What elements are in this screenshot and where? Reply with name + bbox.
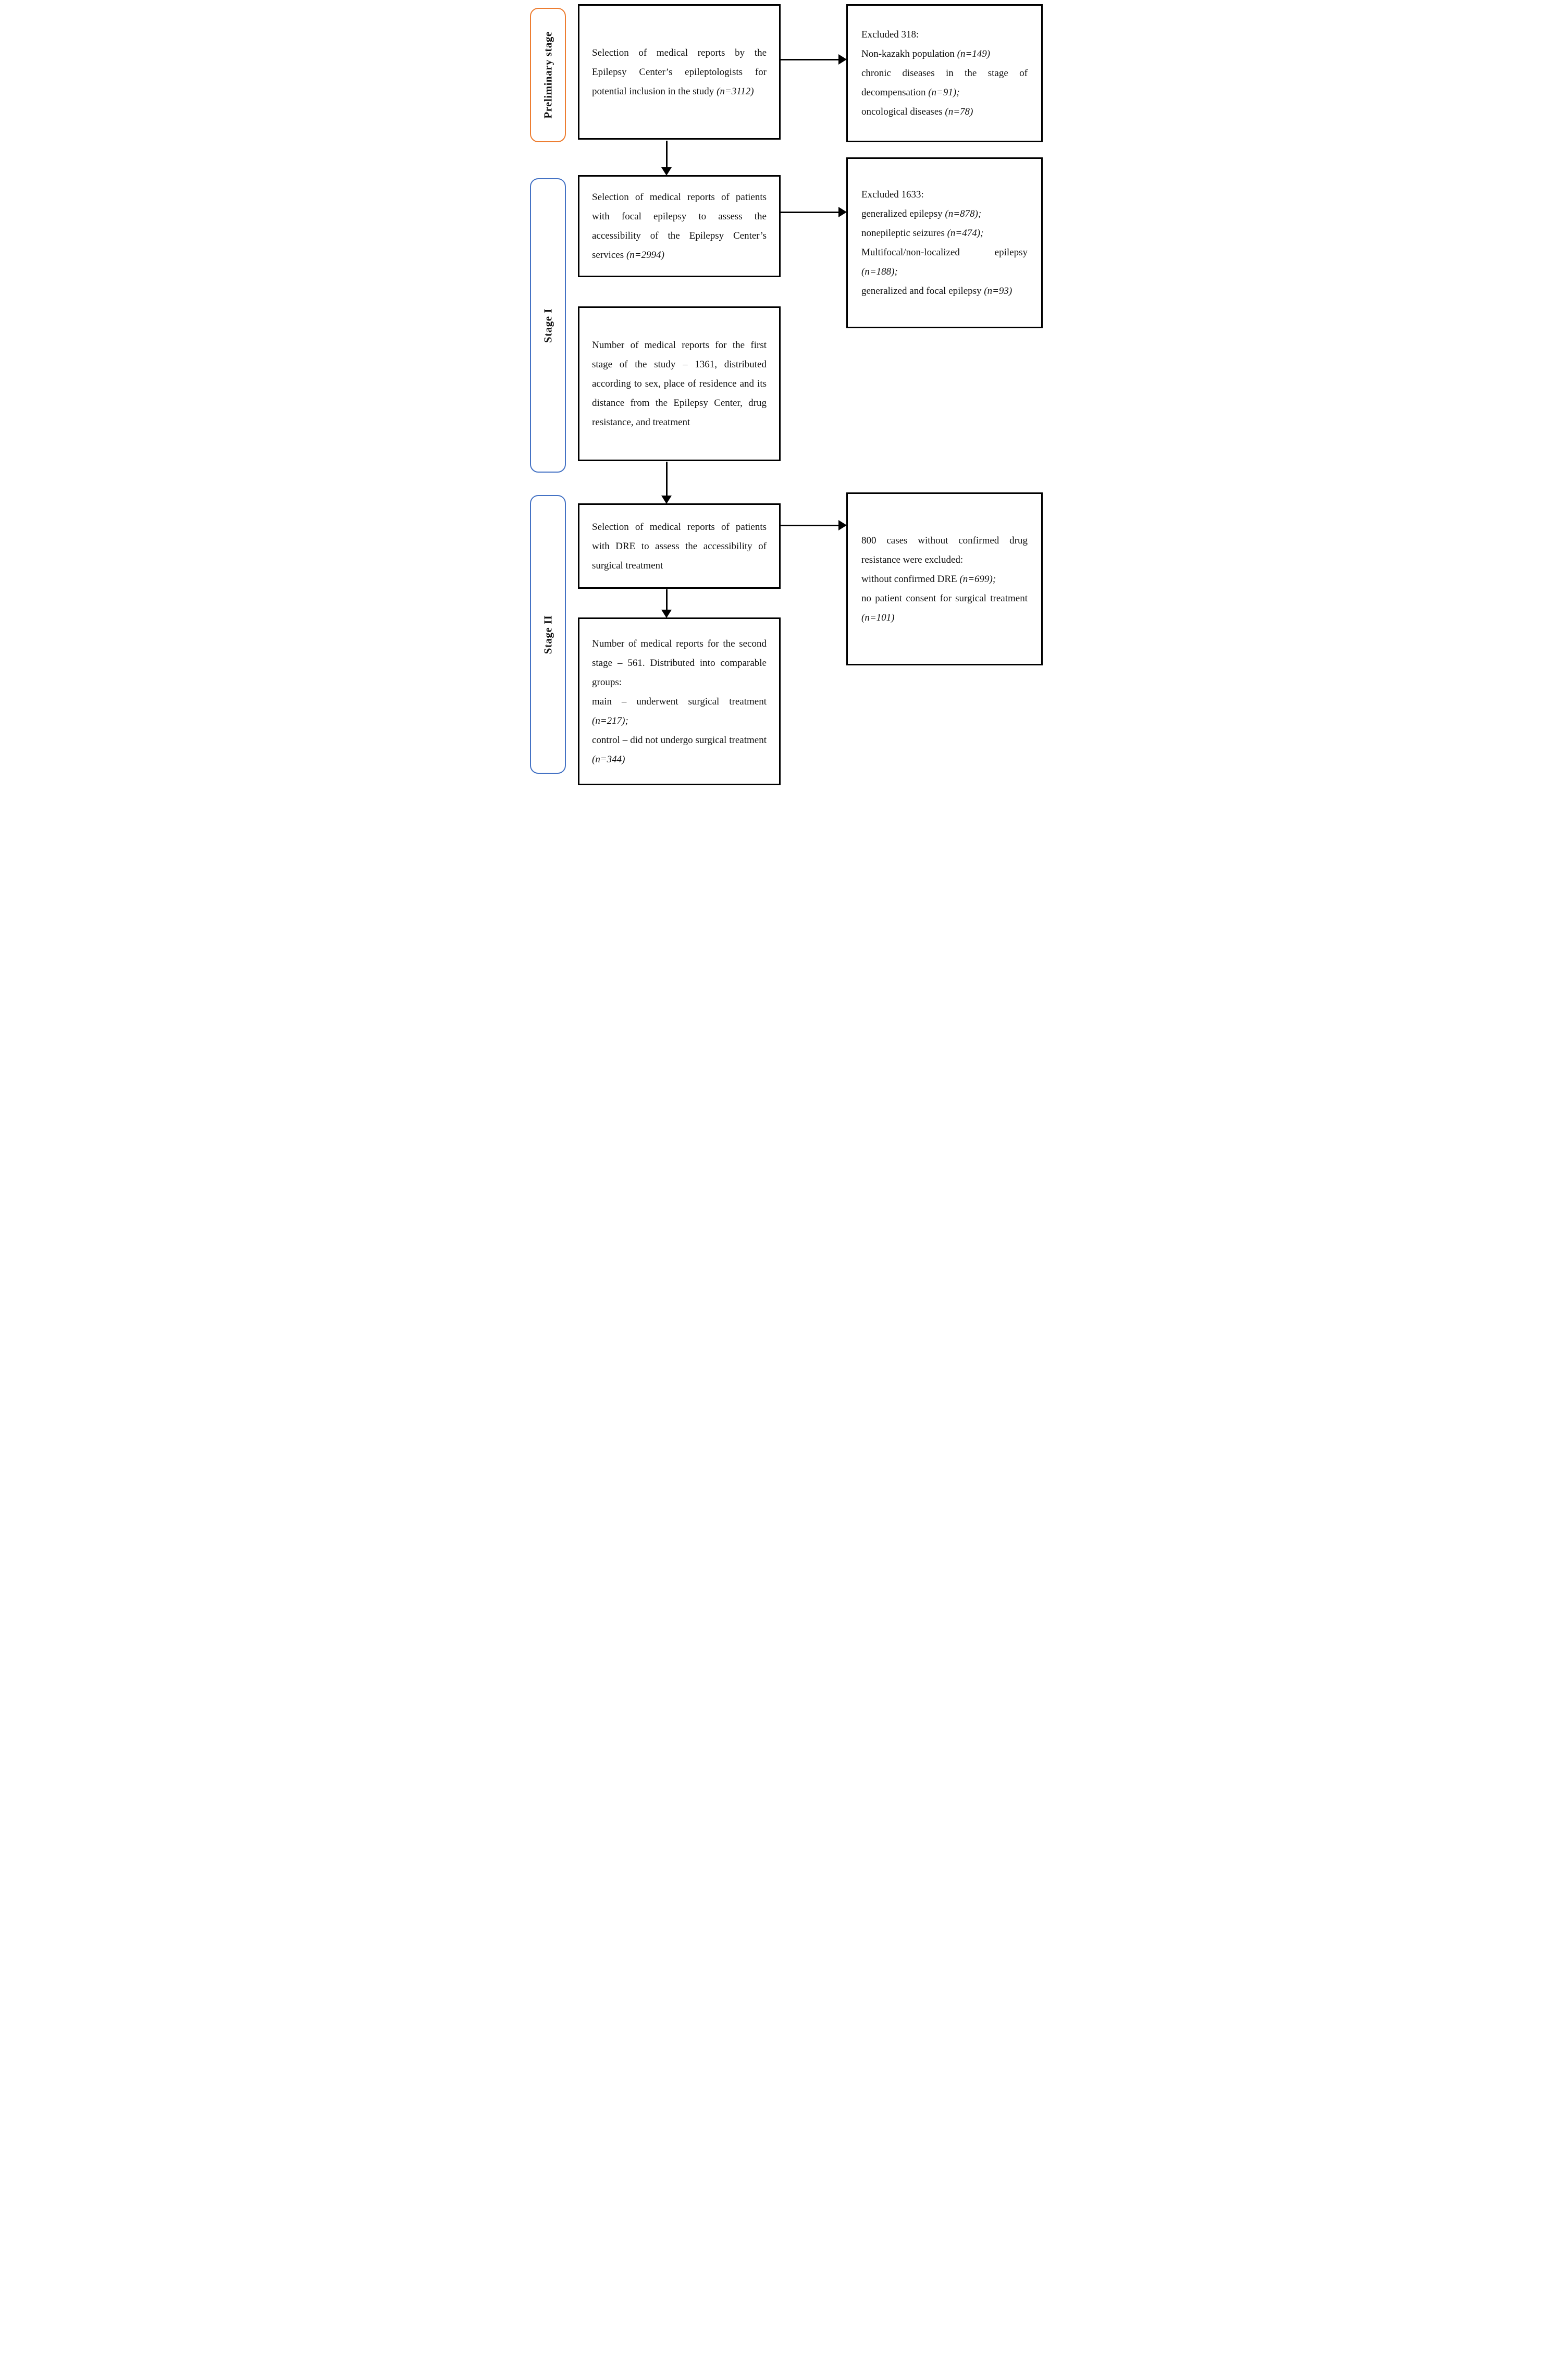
arrow-right-icon — [838, 520, 847, 530]
arrow-down-icon — [661, 496, 672, 504]
box-excluded-318: Excluded 318:Non-kazakh population (n=14… — [846, 4, 1043, 142]
box-second-stage-count: Number of medical reports for the second… — [578, 617, 781, 785]
arrow-shaft — [665, 462, 668, 496]
arrow-shaft — [665, 589, 668, 610]
arrow-down-box3-box4 — [661, 462, 672, 504]
arrow-right-to-excluded-800 — [781, 520, 847, 530]
arrow-down-box4-box5 — [661, 589, 672, 618]
arrow-right-icon — [838, 54, 847, 65]
box-first-stage-count: Number of medical reports for the first … — [578, 306, 781, 461]
arrow-down-box1-box2 — [661, 141, 672, 176]
box-selection-dre: Selection of medical reports of patients… — [578, 503, 781, 589]
stage-pill-stage-2: Stage II — [530, 495, 566, 774]
arrow-shaft — [781, 211, 839, 213]
arrow-right-to-excluded-318 — [781, 54, 847, 65]
stage-pill-preliminary: Preliminary stage — [530, 8, 566, 142]
box-excluded-1633: Excluded 1633:generalized epilepsy (n=87… — [846, 157, 1043, 328]
stage-label-stage-1: Stage I — [541, 308, 554, 343]
box-selection-preliminary: Selection of medical reports by the Epil… — [578, 4, 781, 140]
arrow-down-icon — [661, 610, 672, 618]
arrow-shaft — [665, 141, 668, 168]
flow-diagram: Preliminary stage Stage I Stage II Selec… — [523, 0, 1045, 787]
arrow-shaft — [781, 58, 839, 60]
arrow-right-icon — [838, 207, 847, 217]
stage-label-preliminary: Preliminary stage — [541, 31, 554, 119]
arrow-right-to-excluded-1633 — [781, 207, 847, 217]
stage-pill-stage-1: Stage I — [530, 178, 566, 473]
arrow-down-icon — [661, 167, 672, 176]
box-selection-focal-epilepsy: Selection of medical reports of patients… — [578, 175, 781, 277]
box-excluded-800: 800 cases without confirmed drug resista… — [846, 492, 1043, 665]
stage-label-stage-2: Stage II — [541, 615, 554, 654]
arrow-shaft — [781, 524, 839, 526]
